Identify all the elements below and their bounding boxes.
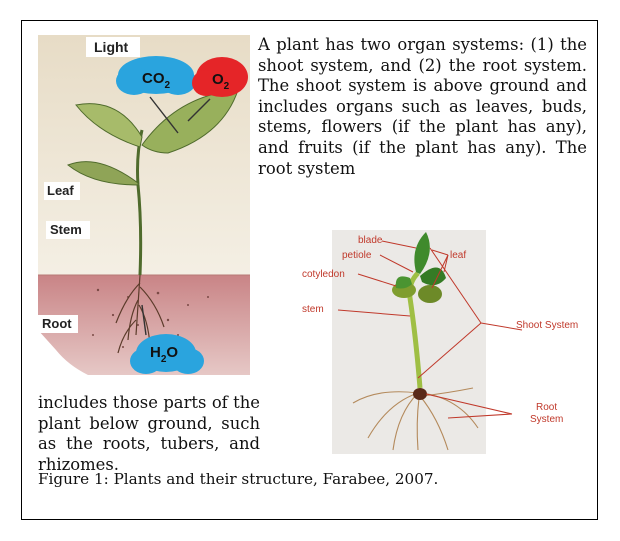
seedling-photo-background	[332, 230, 486, 454]
seedling-cotyledon-right	[418, 285, 442, 303]
blade-label: blade	[358, 235, 383, 246]
root-label: Root	[42, 316, 72, 331]
leaf-label-right: leaf	[450, 250, 466, 261]
figure-caption: Figure 1: Plants and their structure, Fa…	[38, 470, 438, 488]
petiole-label: petiole	[342, 250, 372, 261]
root-system-label-line1: Root	[536, 402, 557, 413]
root-system-label-line2: System	[530, 414, 563, 425]
paragraph-top: A plant has two organ systems: (1) the s…	[258, 35, 587, 179]
plant-illustration: Light CO2 O2 Leaf Stem Root H2O	[38, 35, 250, 375]
leaf-label: Leaf	[47, 183, 74, 198]
light-label: Light	[94, 39, 129, 55]
cotyledon-label: cotyledon	[302, 269, 345, 280]
seedling-seed	[413, 388, 427, 400]
stem-label-right: stem	[302, 304, 324, 315]
paragraph-bottom: includes those parts of the plant below …	[38, 393, 260, 475]
shoot-system-label: Shoot System	[516, 320, 578, 331]
seedling-figure: blade petiole leaf cotyledon stem Shoot …	[298, 228, 588, 456]
stem-label: Stem	[50, 222, 82, 237]
figure-frame: Light CO2 O2 Leaf Stem Root H2O	[21, 20, 598, 520]
